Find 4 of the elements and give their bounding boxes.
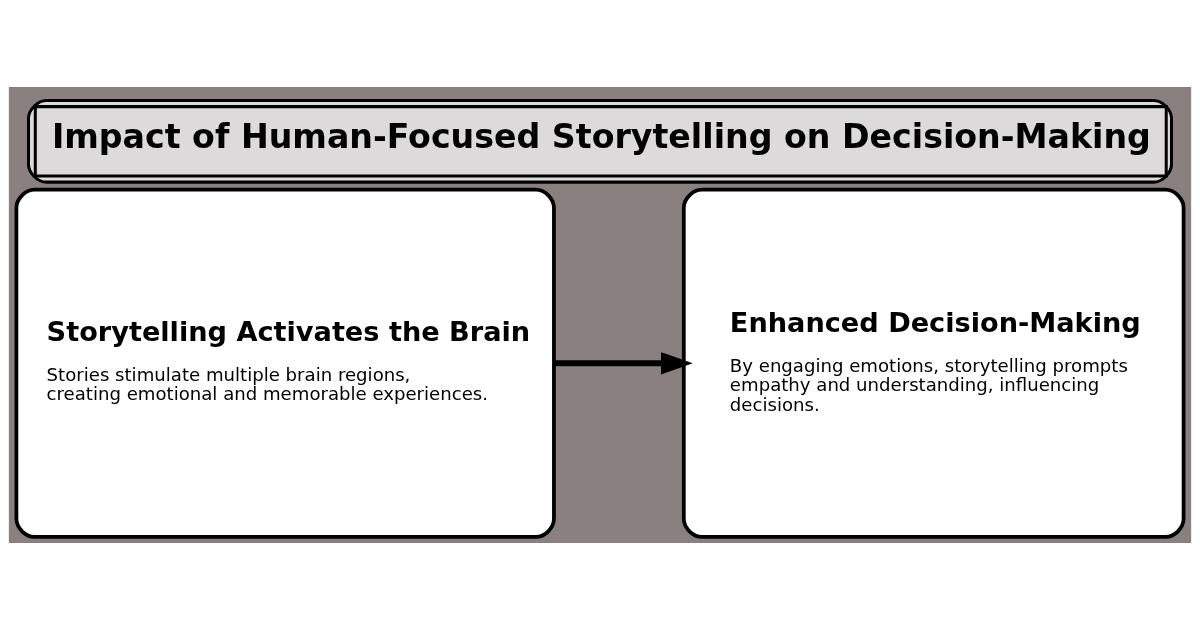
arrow (554, 352, 693, 375)
node-box: Enhanced Decision-Making By engaging emotions, storytelling prompts empathy and understanding, influencing decisions. (681, 187, 1186, 539)
diagram-title: Impact of Human-Focused Storytelling on Decision-Making (51, 117, 1151, 157)
node-box: Storytelling Activates the Brain Stories stimulate multiple brain regions, creating emotional and memorable experiences. (14, 187, 556, 539)
